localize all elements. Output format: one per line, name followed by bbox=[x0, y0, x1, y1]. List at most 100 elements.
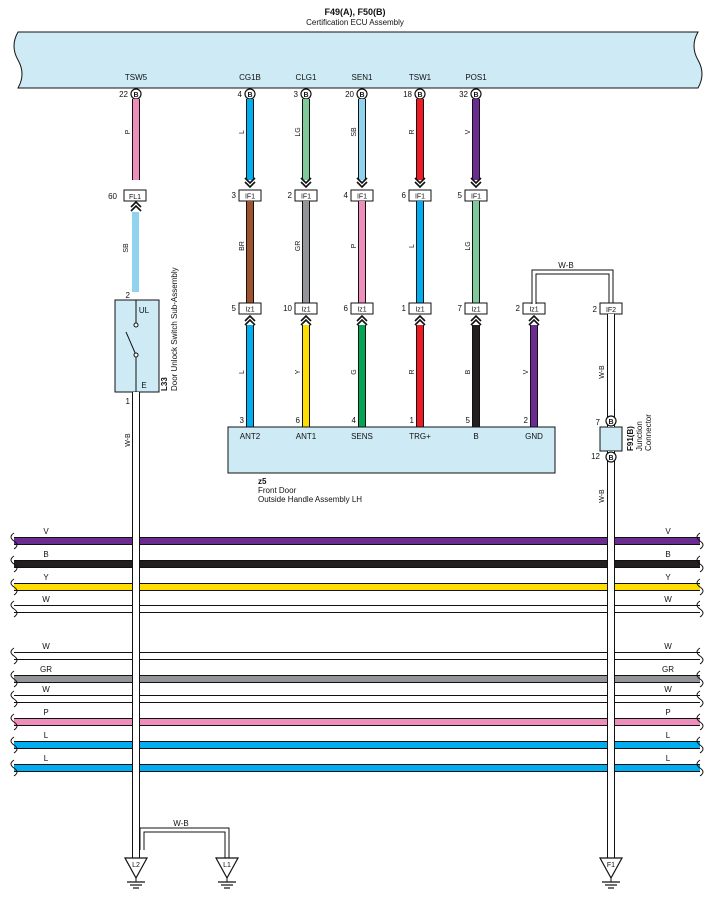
bus-line-l-label-left: L bbox=[44, 731, 49, 740]
bus-line-w-label-right: W bbox=[664, 595, 672, 604]
iz1-connector-label: Iz1 bbox=[471, 307, 480, 314]
wire-wb-right-top-label: W-B bbox=[599, 365, 606, 379]
handle-name-1: Front Door bbox=[258, 486, 297, 495]
switch-ul-label: UL bbox=[139, 306, 150, 315]
ecu-pin-number: 4 bbox=[238, 90, 243, 99]
ecu-pin-label: TSW5 bbox=[125, 73, 148, 82]
bus-line-gr-label-left: GR bbox=[40, 665, 52, 674]
iz1-5-chevron bbox=[528, 314, 540, 322]
iz1-connector-pin-number: 2 bbox=[516, 304, 521, 313]
outside-handle-assembly: z5 Front Door Outside Handle Assembly LH bbox=[227, 426, 556, 504]
bus-line-p-break-right bbox=[696, 713, 704, 731]
junction-pin-top-connector bbox=[605, 415, 617, 427]
ecu-pin-number: 22 bbox=[119, 90, 128, 99]
ground-jumper: W-B bbox=[139, 819, 230, 858]
wire-wb-left bbox=[133, 392, 139, 858]
wire-mid-gr-label: GR bbox=[295, 241, 302, 252]
switch-name: Door Unlock Switch Sub-Assembly bbox=[170, 267, 179, 391]
iz1-4-chevron bbox=[470, 314, 482, 322]
if1-connector-pin-number: 4 bbox=[344, 191, 349, 200]
ecu-pin-label: TSW1 bbox=[409, 73, 432, 82]
fl1-chevron bbox=[130, 200, 142, 208]
bus-line-w-break-left bbox=[10, 690, 18, 708]
if1-1-chevron bbox=[244, 181, 256, 189]
ground-label: L1 bbox=[223, 862, 231, 869]
wire-mid-l-label: L bbox=[409, 244, 416, 248]
if1-connector-pin-number: 2 bbox=[288, 191, 293, 200]
bus-line-w-break-right bbox=[696, 600, 704, 618]
iz1-connector-label: Iz1 bbox=[245, 307, 254, 314]
switch-contact-bottom bbox=[133, 352, 139, 358]
bus-line-y-label-left: Y bbox=[43, 573, 49, 582]
bus-line-p-label-left: P bbox=[43, 708, 48, 717]
bus-line-gr-label-right: GR bbox=[662, 665, 674, 674]
jumper-wb-inner bbox=[532, 270, 613, 304]
iz1-connector-pin-number: 10 bbox=[283, 304, 292, 313]
wire-top-l-label: L bbox=[239, 130, 246, 134]
switch-pin-bottom: 1 bbox=[126, 397, 131, 406]
iz1-3-chevron bbox=[414, 314, 426, 322]
bus-line-y bbox=[14, 584, 700, 590]
switch-e-label: E bbox=[141, 381, 146, 390]
bus-line-y-break-left bbox=[10, 578, 18, 596]
bus-line-p bbox=[14, 719, 700, 725]
ground-symbol bbox=[123, 857, 149, 880]
bus-line-l-label-right: L bbox=[666, 754, 671, 763]
wire-low-y bbox=[303, 325, 309, 427]
jumper-wb-label: W-B bbox=[558, 261, 573, 270]
if1-4-chevron bbox=[414, 181, 426, 189]
bus-line-v-break-right bbox=[696, 532, 704, 550]
handle-pin-label: ANT1 bbox=[296, 432, 317, 441]
bus-line-w bbox=[14, 696, 700, 702]
bus-line-w-label-right: W bbox=[664, 685, 672, 694]
bus-line-b-label-right: B bbox=[665, 550, 670, 559]
wire-mid-p-label: P bbox=[351, 243, 358, 248]
iz1-connector bbox=[238, 302, 262, 315]
ground-symbol bbox=[214, 857, 240, 880]
wire-low-g bbox=[359, 325, 365, 427]
if1-connector-label: IF1 bbox=[245, 194, 255, 201]
handle-pin-label: TRG+ bbox=[409, 432, 431, 441]
wire-low-y-label: Y bbox=[295, 369, 302, 374]
bus-line-w-label-right: W bbox=[664, 642, 672, 651]
bus-line-v-break-left bbox=[10, 532, 18, 550]
if1-5-chevron bbox=[470, 181, 482, 189]
if1-2-chevron bbox=[300, 181, 312, 189]
wire-top-r bbox=[417, 99, 423, 180]
switch-pin-top: 2 bbox=[126, 291, 131, 300]
bus-line-v bbox=[14, 538, 700, 544]
handle-pin-label: SENS bbox=[351, 432, 373, 441]
ecu-pin-number: 18 bbox=[403, 90, 412, 99]
wire-sb-tsw5 bbox=[132, 212, 139, 292]
wire-mid-gr bbox=[303, 201, 309, 303]
wire-low-r-label: R bbox=[409, 369, 416, 374]
bus-line-l-label-right: L bbox=[666, 731, 671, 740]
if1-connector-label: IF1 bbox=[301, 194, 311, 201]
if1-connector-pin-number: 6 bbox=[402, 191, 407, 200]
junction-name-1: Junction bbox=[635, 421, 644, 451]
if1-3-chevron bbox=[356, 177, 368, 185]
if1-connector-pin-number: 3 bbox=[232, 191, 237, 200]
bus-line-gr-break-left bbox=[10, 670, 18, 688]
ground-label: F1 bbox=[607, 862, 615, 869]
wire-mid-br-label: BR bbox=[239, 241, 246, 251]
iz1-connector bbox=[350, 302, 374, 315]
ecu-pin-number: 3 bbox=[294, 90, 299, 99]
wire-top-v-label: V bbox=[465, 129, 472, 134]
bus-line-y-label-right: Y bbox=[665, 573, 671, 582]
bus-line-b-break-right bbox=[696, 555, 704, 573]
ecu-pin-connector-letter: B bbox=[303, 92, 308, 99]
fl1-pin-number: 60 bbox=[108, 192, 117, 201]
wire-wb-right-bot bbox=[608, 451, 614, 858]
junction-body bbox=[599, 426, 623, 452]
wire-wb-right-top bbox=[608, 314, 614, 427]
if1-connector-label: IF1 bbox=[471, 194, 481, 201]
wire-mid-p bbox=[359, 201, 365, 303]
bus-line-l-break-right bbox=[696, 736, 704, 754]
junction-pin-bottom-connector bbox=[605, 451, 617, 463]
bus-line-w-label-left: W bbox=[42, 642, 50, 651]
